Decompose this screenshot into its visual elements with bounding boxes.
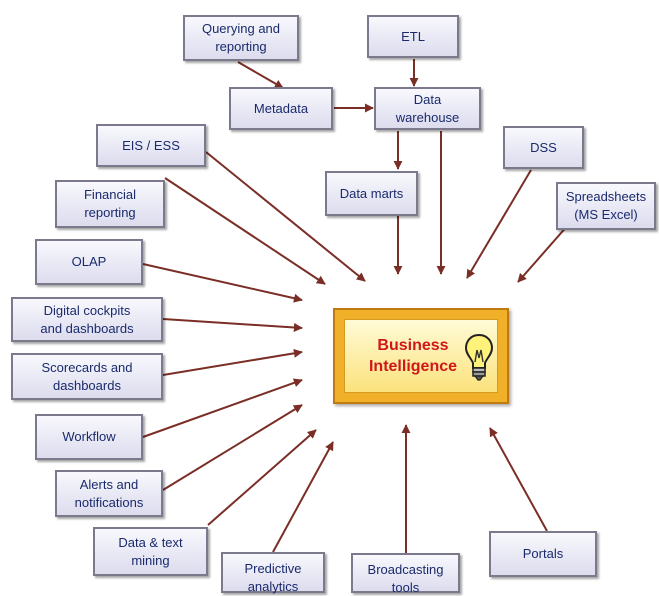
node-eis-ess: EIS / ESS bbox=[96, 124, 206, 167]
arrow-portals-to-bi bbox=[489, 427, 548, 532]
node-scorecards: Scorecards and dashboards bbox=[11, 353, 163, 400]
node-portals: Portals bbox=[489, 531, 597, 577]
business-intelligence-box: Business Intelligence bbox=[333, 308, 509, 404]
node-financial-reporting: Financial reporting bbox=[55, 180, 165, 228]
arrow-scorecards-to-bi bbox=[162, 348, 303, 376]
node-digital-cockpits: Digital cockpits and dashboards bbox=[11, 297, 163, 342]
node-data-warehouse: Data warehouse bbox=[374, 87, 481, 130]
arrow-financial-to-bi bbox=[164, 177, 326, 285]
node-dss: DSS bbox=[503, 126, 584, 169]
node-workflow: Workflow bbox=[35, 414, 143, 460]
arrow-predictive-to-bi bbox=[272, 441, 334, 553]
node-querying-and-reporting: Querying and reporting bbox=[183, 15, 299, 61]
node-predictive-analytics: Predictive analytics bbox=[221, 552, 325, 594]
node-alerts-notifications: Alerts and notifications bbox=[55, 470, 163, 517]
arrow-datamining-to-bi bbox=[207, 429, 317, 526]
arrow-olap-to-bi bbox=[142, 263, 303, 303]
arrow-dss-to-bi bbox=[466, 169, 532, 279]
node-broadcasting-tools: Broadcasting tools bbox=[351, 553, 460, 595]
arrow-querying-to-metadata bbox=[237, 61, 284, 89]
business-intelligence-title: Business Intelligence bbox=[368, 337, 458, 375]
arrow-eis-to-bi bbox=[205, 151, 366, 282]
lightbulb-icon bbox=[464, 333, 494, 381]
node-data-text-mining: Data & text mining bbox=[93, 527, 208, 576]
node-data-marts: Data marts bbox=[325, 171, 418, 216]
node-metadata: Metadata bbox=[229, 87, 333, 130]
arrow-cockpits-to-bi bbox=[162, 318, 303, 332]
node-olap: OLAP bbox=[35, 239, 143, 285]
node-spreadsheets: Spreadsheets (MS Excel) bbox=[556, 182, 656, 230]
business-intelligence-panel: Business Intelligence bbox=[344, 319, 498, 393]
arrow-alerts-to-bi bbox=[162, 404, 303, 491]
node-etl: ETL bbox=[367, 15, 459, 58]
arrow-workflow-to-bi bbox=[142, 378, 303, 438]
